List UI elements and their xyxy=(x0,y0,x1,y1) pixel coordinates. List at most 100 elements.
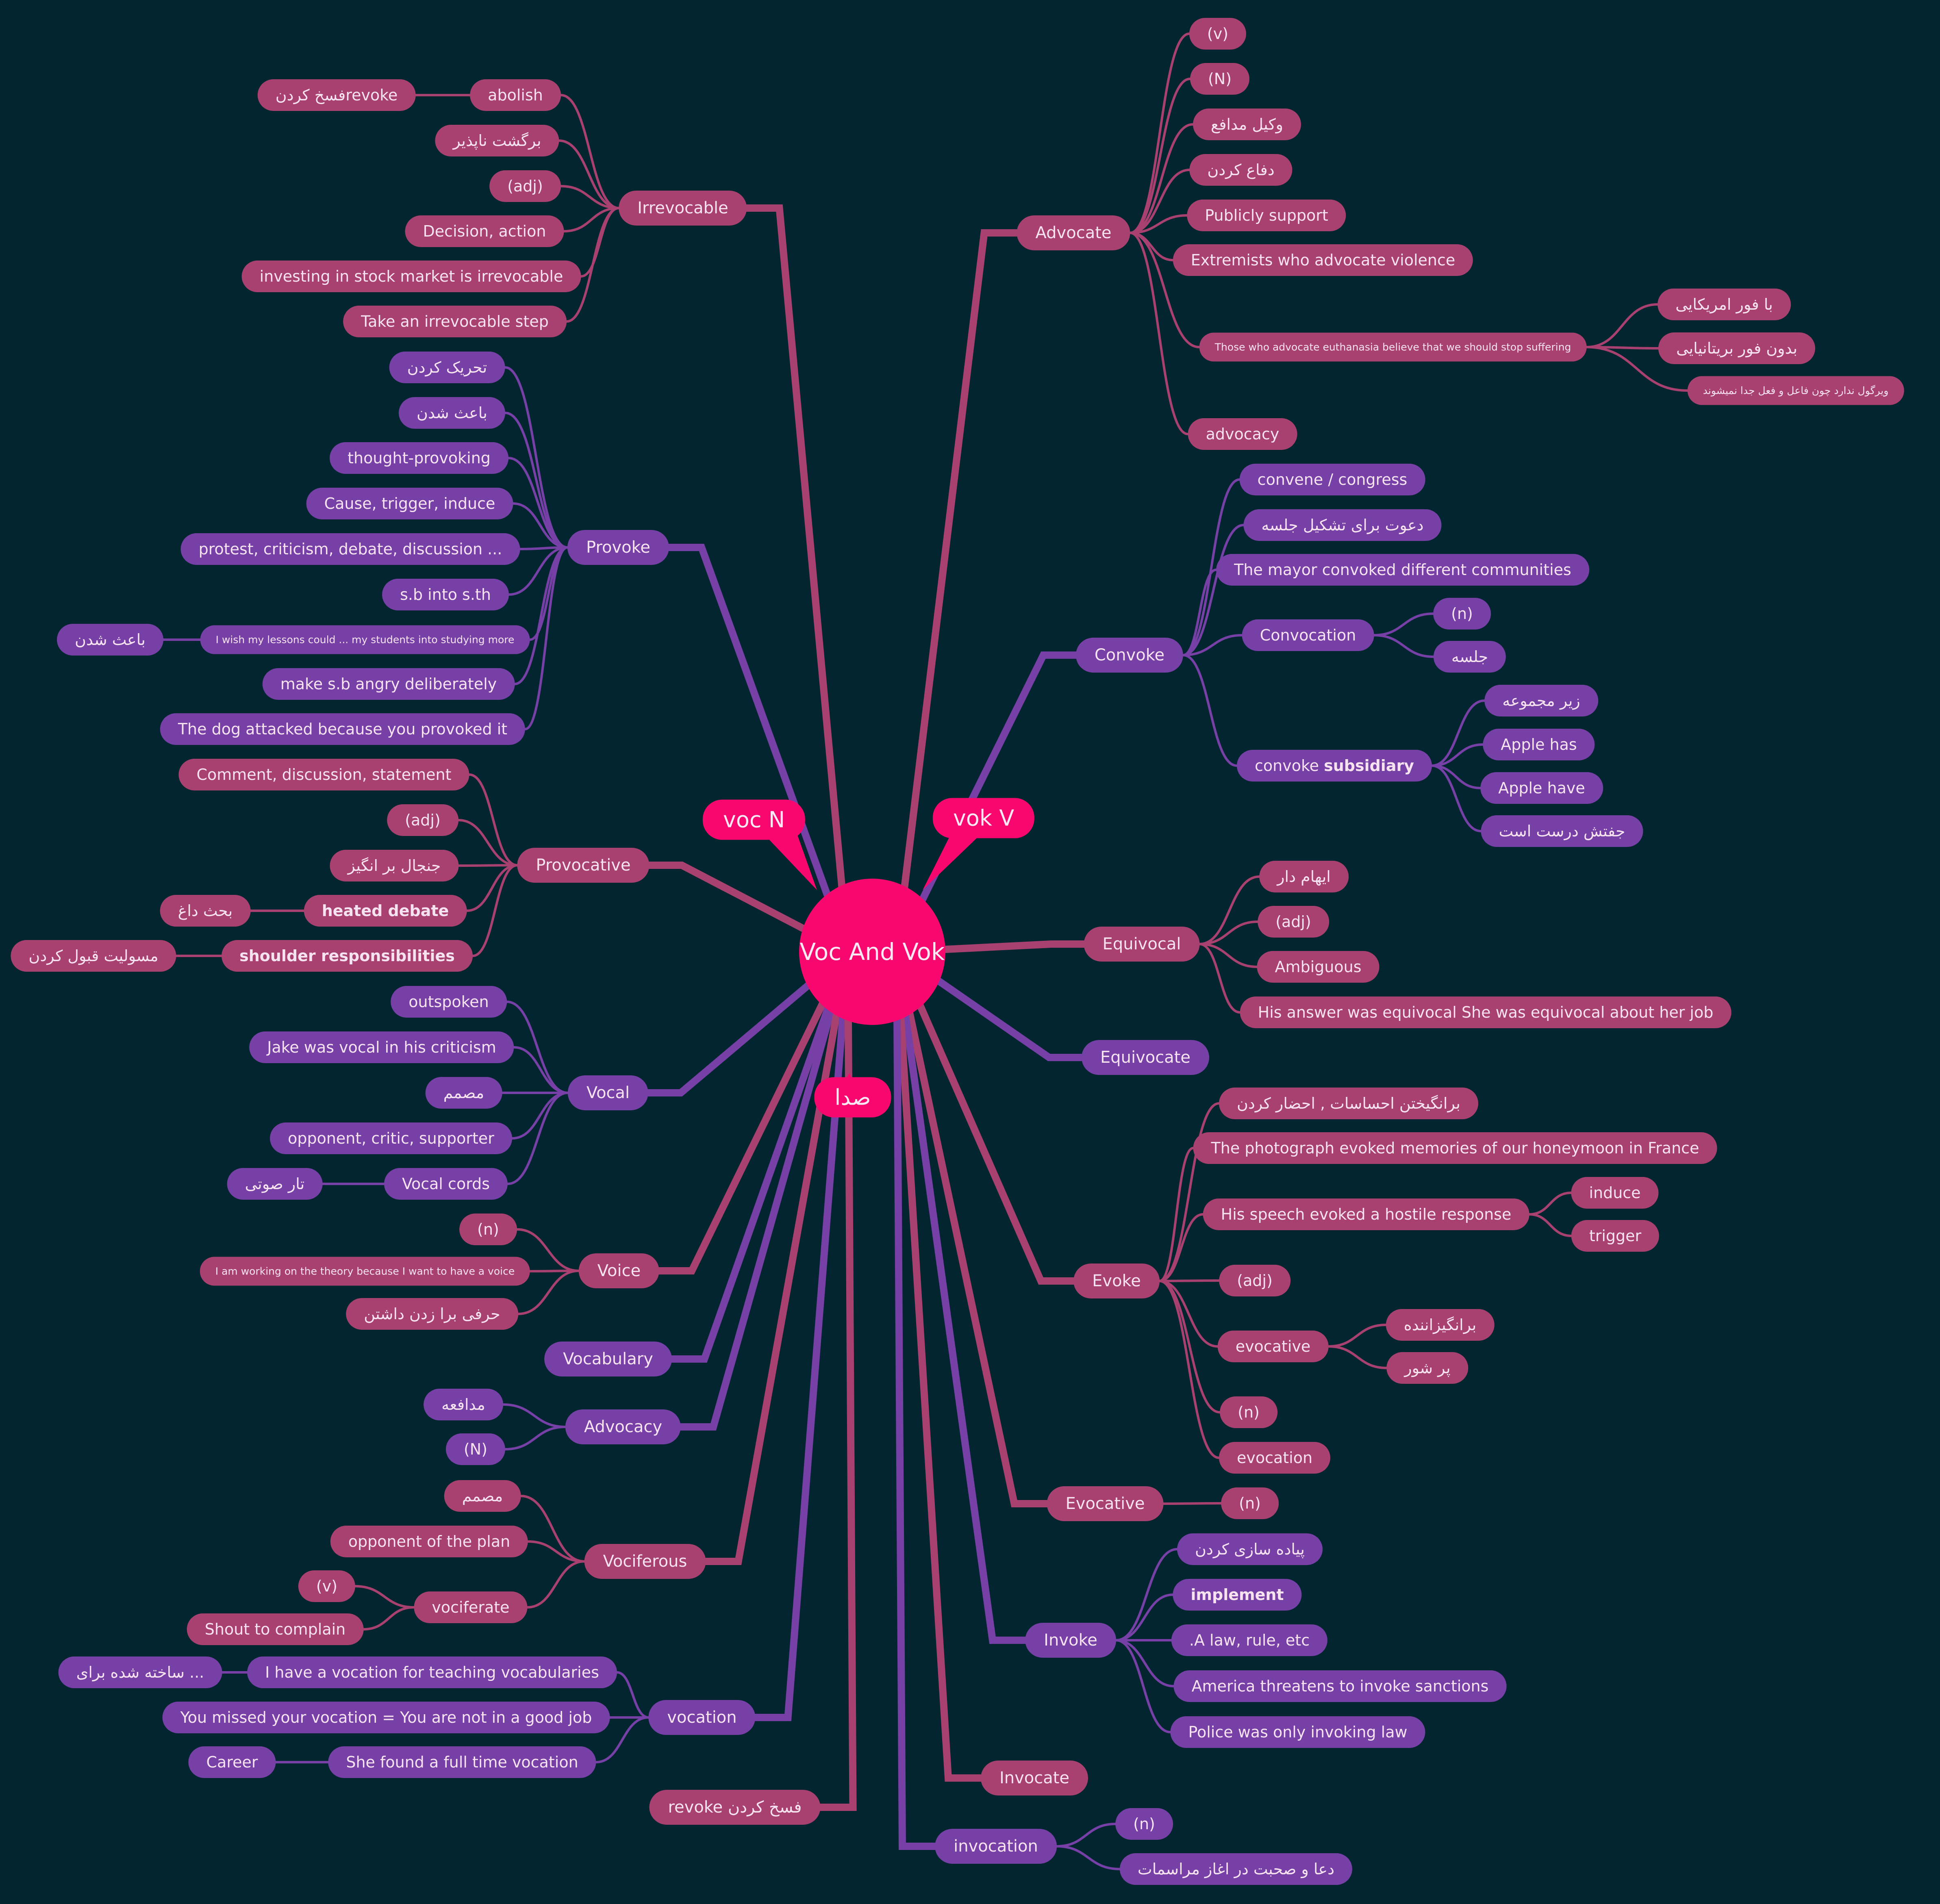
evoke-induce[interactable]: induce xyxy=(1571,1177,1659,1209)
provoke-cause-fa[interactable]: باعث شدن xyxy=(399,397,505,429)
vociferous-opponent[interactable]: opponent of the plan xyxy=(330,1526,528,1557)
advocate-euthanasia[interactable]: Those who advocate euthanasia believe th… xyxy=(1199,332,1587,362)
voice-say[interactable]: حرفی برا زدن داشتن xyxy=(346,1298,518,1330)
invoke-law[interactable]: .A law, rule, etc xyxy=(1171,1624,1328,1656)
invocate-node[interactable]: Invocate xyxy=(980,1761,1088,1795)
evoke-evocative[interactable]: evocative xyxy=(1217,1331,1329,1362)
invoke-implement[interactable]: implement xyxy=(1173,1579,1302,1611)
vocation-missed[interactable]: You missed your vocation = You are not i… xyxy=(162,1702,610,1733)
evocative-n[interactable]: (n) xyxy=(1221,1487,1279,1519)
convoke-mayor[interactable]: The mayor convoked different communities xyxy=(1216,554,1589,586)
provocative-controversial[interactable]: جنجال بر انگیز xyxy=(330,850,459,881)
provocative-adj[interactable]: (adj) xyxy=(387,804,458,836)
subsidiary-apple-has[interactable]: Apple has xyxy=(1483,729,1595,760)
convoke-node[interactable]: Convoke xyxy=(1075,638,1184,673)
advocate-uk[interactable]: بدون فور بریتانیایی xyxy=(1658,332,1816,364)
vocal-cords[interactable]: Vocal cords xyxy=(384,1168,508,1200)
advocate-advocacy[interactable]: advocacy xyxy=(1188,418,1297,450)
evocative-node[interactable]: Evocative xyxy=(1047,1486,1164,1521)
irrevocable-investing[interactable]: investing in stock market is irrevocable xyxy=(241,261,581,292)
evoke-node[interactable]: Evoke xyxy=(1073,1264,1160,1298)
subsidiary-both-ok[interactable]: جفتش درست است xyxy=(1481,815,1643,847)
invoke-america[interactable]: America threatens to invoke sanctions xyxy=(1173,1670,1507,1702)
provocative-heated-fa[interactable]: بحث داغ xyxy=(160,895,251,927)
evoke-photo[interactable]: The photograph evoked memories of our ho… xyxy=(1193,1132,1717,1164)
provoke-dog[interactable]: The dog attacked because you provoked it xyxy=(160,713,526,745)
provoke-lessons-fa[interactable]: باعث شدن xyxy=(57,624,163,656)
vocation-career[interactable]: Career xyxy=(188,1746,276,1778)
invocation-n[interactable]: (n) xyxy=(1115,1808,1173,1840)
invoke-police[interactable]: Police was only invoking law xyxy=(1170,1716,1425,1748)
equivocal-node[interactable]: Equivocal xyxy=(1084,927,1200,962)
provoke-protest[interactable]: protest, criticism, debate, discussion .… xyxy=(180,533,520,565)
central-topic[interactable]: Voc And Vok xyxy=(799,879,945,1025)
equivocal-ambiguous-fa[interactable]: ایهام دار xyxy=(1259,861,1349,892)
equivocal-answer[interactable]: His answer was equivocal She was equivoc… xyxy=(1240,997,1731,1028)
invoke-implement-fa[interactable]: پیاده سازی کردن xyxy=(1177,1533,1323,1565)
seda-callout[interactable]: صدا xyxy=(814,1077,891,1118)
vocation-found[interactable]: She found a full time vocation xyxy=(328,1746,596,1778)
equivocate-node[interactable]: Equivocate xyxy=(1081,1040,1210,1075)
irrevocable-abolish[interactable]: abolish xyxy=(470,79,561,111)
voice-node[interactable]: Voice xyxy=(578,1253,660,1288)
evoke-n[interactable]: (n) xyxy=(1220,1396,1277,1428)
provoke-lessons[interactable]: I wish my lessons could ... my students … xyxy=(200,625,530,654)
provocative-shoulder-fa[interactable]: مسولیت قبول کردن xyxy=(11,940,176,972)
provocative-shoulder[interactable]: shoulder responsibilities xyxy=(222,940,473,972)
advocate-comma[interactable]: ویرگول ندارد چون فاعل و فعل جدا نمیشوند xyxy=(1687,376,1904,405)
advocate-lawyer[interactable]: وکیل مدافع xyxy=(1193,109,1301,140)
evoke-arouse[interactable]: برانگیختن احساسات , احضار کردن xyxy=(1219,1088,1478,1119)
vociferous-determined[interactable]: مصمم xyxy=(444,1480,521,1512)
evoke-evocation[interactable]: evocation xyxy=(1219,1442,1331,1474)
evoke-speech[interactable]: His speech evoked a hostile response xyxy=(1203,1198,1529,1230)
vok-v-callout[interactable]: vok V xyxy=(932,798,1035,838)
advocate-n[interactable]: (N) xyxy=(1190,63,1250,95)
provoke-cause[interactable]: Cause, trigger, induce xyxy=(306,488,513,519)
vocal-opponent[interactable]: opponent, critic, supporter xyxy=(270,1122,512,1154)
provoke-sb[interactable]: s.b into s.th xyxy=(382,579,509,610)
convoke-congress[interactable]: convene / congress xyxy=(1239,464,1425,495)
evoke-adj[interactable]: (adj) xyxy=(1219,1265,1290,1296)
subsidiary-apple-have[interactable]: Apple have xyxy=(1480,772,1603,804)
irrevocable-node[interactable]: Irrevocable xyxy=(619,191,747,226)
provoke-node[interactable]: Provoke xyxy=(567,530,669,565)
vociferate-node[interactable]: vociferate xyxy=(414,1591,528,1623)
advocate-publicly[interactable]: Publicly support xyxy=(1187,200,1346,231)
vocation-teaching[interactable]: I have a vocation for teaching vocabular… xyxy=(247,1657,617,1688)
advocate-extremists[interactable]: Extremists who advocate violence xyxy=(1173,244,1473,276)
convocation-n[interactable]: (n) xyxy=(1433,598,1491,630)
advocacy-node[interactable]: Advocacy xyxy=(565,1409,681,1444)
provocative-node[interactable]: Provocative xyxy=(517,848,650,883)
convoke-invite[interactable]: دعوت برای تشکیل جلسه xyxy=(1243,509,1442,541)
irrevocable-decision[interactable]: Decision, action xyxy=(405,215,564,247)
voice-theory[interactable]: I am working on the theory because I wan… xyxy=(200,1257,530,1286)
evocative-passionate[interactable]: پر شور xyxy=(1386,1352,1469,1384)
vocation-node[interactable]: vocation xyxy=(648,1700,756,1735)
irrevocable-adj[interactable]: (adj) xyxy=(489,170,561,202)
vocabulary-node[interactable]: Vocabulary xyxy=(544,1342,672,1376)
voice-n[interactable]: (n) xyxy=(459,1214,517,1245)
vocal-node[interactable]: Vocal xyxy=(567,1075,649,1110)
provoke-stimulate[interactable]: تحریک کردن xyxy=(389,352,505,383)
provocative-comment[interactable]: Comment, discussion, statement xyxy=(178,759,469,790)
convoke-subsidiary[interactable]: convoke subsidiary xyxy=(1237,750,1432,782)
invocation-node[interactable]: invocation xyxy=(935,1829,1057,1864)
vocal-cords-fa[interactable]: تار صوتی xyxy=(227,1168,323,1200)
vociferate-v[interactable]: (v) xyxy=(298,1570,356,1602)
provoke-angry[interactable]: make s.b angry deliberately xyxy=(262,668,515,700)
invocation-prayer[interactable]: دعا و صحبت در اغاز مراسمات xyxy=(1119,1853,1353,1885)
evocative-arousing[interactable]: برانگیزاننده xyxy=(1386,1309,1495,1341)
provocative-heated[interactable]: heated debate xyxy=(304,895,467,927)
vocal-determined[interactable]: مصمم xyxy=(425,1077,502,1109)
irrevocable-step[interactable]: Take an irrevocable step xyxy=(343,306,567,337)
equivocal-adj[interactable]: (adj) xyxy=(1258,906,1329,938)
advocate-v[interactable]: (v) xyxy=(1189,18,1247,50)
subsidiary-subset[interactable]: زیر مجموعه xyxy=(1484,685,1598,716)
vocal-outspoken[interactable]: outspoken xyxy=(391,986,507,1018)
advocacy-n[interactable]: (N) xyxy=(445,1433,506,1465)
irrevocable-irreversible[interactable]: برگشت ناپذیر xyxy=(435,125,559,156)
convocation-node[interactable]: Convocation xyxy=(1242,619,1374,651)
advocacy-defense[interactable]: مدافعه xyxy=(424,1389,503,1420)
provoke-thought[interactable]: thought-provoking xyxy=(330,442,508,474)
revoke-node[interactable]: revoke فسخ کردن xyxy=(649,1790,821,1825)
